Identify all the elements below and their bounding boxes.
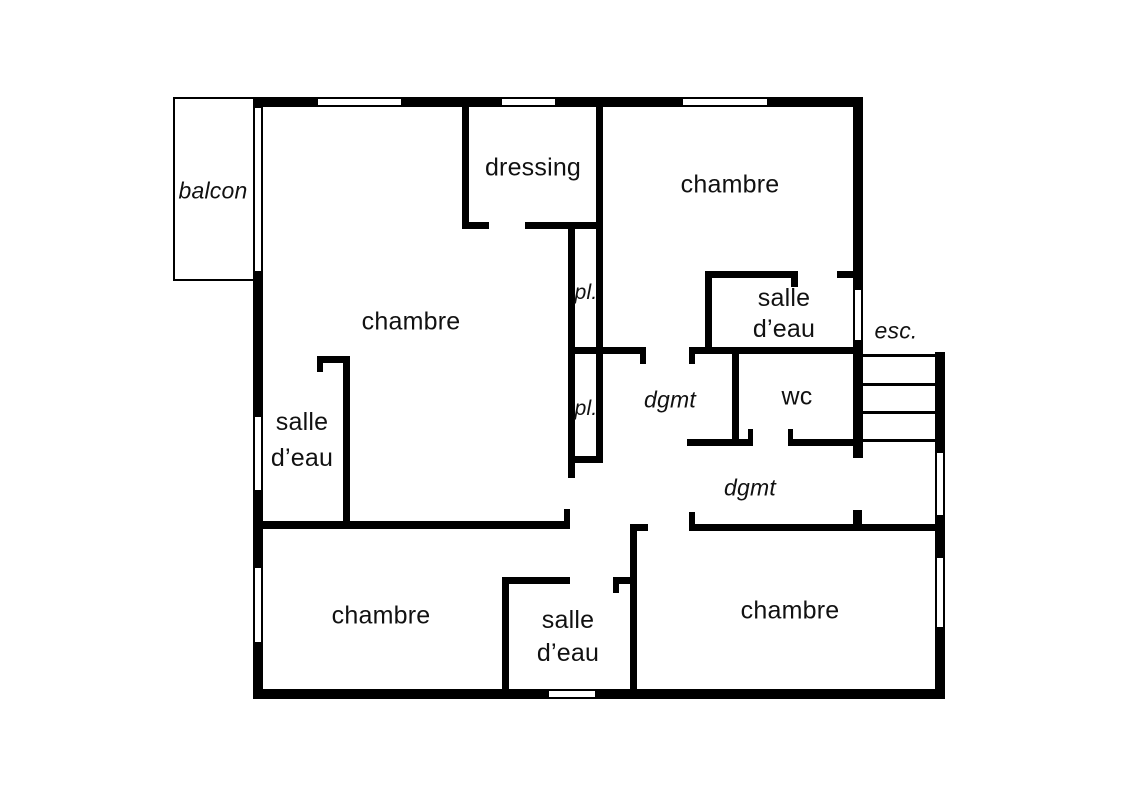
wall-wc-door-jamb-r bbox=[788, 429, 793, 439]
wall-mid-wall-jamb bbox=[564, 509, 570, 521]
room-label-chambre-tl: chambre bbox=[361, 307, 461, 336]
wall-wc-bottom-b bbox=[788, 439, 862, 446]
window-top-2 bbox=[502, 97, 555, 107]
stair-tread bbox=[862, 354, 935, 357]
wall-sde-tr-top-stub bbox=[837, 271, 859, 278]
window-stair-1 bbox=[935, 453, 945, 515]
wall-sde-bc-top bbox=[502, 577, 570, 584]
wall-wc-bottom-a bbox=[687, 439, 753, 446]
wall-sde-bc-stub bbox=[613, 577, 637, 584]
room-label-chambre-bl: chambre bbox=[331, 601, 431, 630]
wall-wc-door-jamb-l bbox=[748, 429, 753, 439]
wall-outer-bottom bbox=[253, 689, 945, 699]
stair-tread bbox=[862, 439, 935, 442]
room-label-chambre-tr: chambre bbox=[680, 170, 780, 199]
wall-sde-tr-door-jamb bbox=[791, 278, 798, 287]
wall-dressing-bottom-b bbox=[525, 222, 603, 229]
wall-corridor-top-a bbox=[568, 347, 646, 354]
room-label-chambre-br: chambre bbox=[740, 596, 840, 625]
wall-dressing-bottom-a bbox=[462, 222, 489, 229]
window-stair-2 bbox=[935, 558, 945, 627]
wall-outer-left bbox=[253, 97, 263, 699]
window-right-upper bbox=[853, 290, 863, 340]
wall-outer-top bbox=[253, 97, 862, 107]
window-top-1 bbox=[318, 97, 401, 107]
wall-wc-left bbox=[732, 352, 739, 446]
wall-corridor-top-a-jamb bbox=[640, 354, 646, 364]
room-label-wc: wc bbox=[781, 382, 813, 411]
room-label-pl-upper: pl. bbox=[574, 281, 598, 304]
window-bottom bbox=[549, 689, 595, 699]
room-label-esc: esc. bbox=[874, 317, 918, 344]
room-label-dgmt-lower: dgmt bbox=[724, 474, 776, 501]
wall-br-chambre-top-jamb bbox=[689, 512, 695, 524]
wall-outer-right-stair bbox=[935, 352, 945, 699]
wall-stair-landing-jamb bbox=[853, 510, 862, 531]
room-label-sde-tr: salle d’eau bbox=[752, 284, 816, 343]
wall-sde-bc-stub-jamb bbox=[613, 584, 619, 593]
room-label-dgmt-upper: dgmt bbox=[644, 386, 696, 413]
wall-mid-stub bbox=[630, 524, 648, 531]
room-label-pl-lower: pl. bbox=[574, 397, 598, 420]
balcony-outline bbox=[173, 97, 258, 281]
wall-dressing-left bbox=[462, 100, 469, 229]
wall-corridor-top-b bbox=[689, 347, 862, 354]
stair-tread bbox=[862, 411, 935, 414]
room-label-sde-bc: salle d’eau bbox=[536, 606, 600, 667]
window-left-1 bbox=[253, 417, 263, 490]
stair-tread bbox=[862, 383, 935, 386]
wall-sde-l-right bbox=[343, 356, 350, 529]
room-label-balcon: balcon bbox=[178, 177, 248, 204]
wall-sde-bc-left bbox=[502, 577, 509, 699]
wall-sde-l-top bbox=[317, 356, 350, 363]
wall-sde-tr-left bbox=[705, 271, 712, 354]
wall-mid-wall bbox=[257, 521, 570, 529]
wall-br-chambre-left bbox=[630, 524, 637, 699]
room-label-dressing: dressing bbox=[484, 153, 582, 182]
balcony-door bbox=[253, 108, 263, 271]
wall-pl-bottom bbox=[568, 456, 603, 463]
wall-dressing-right-pl bbox=[596, 100, 603, 460]
wall-sde-l-door-jamb bbox=[317, 363, 323, 372]
wall-corridor-top-b-jamb bbox=[689, 354, 695, 364]
wall-sde-tr-top bbox=[705, 271, 798, 278]
wall-br-chambre-top bbox=[689, 524, 937, 531]
window-left-2 bbox=[253, 568, 263, 642]
room-label-sde-left: salle d’eau bbox=[270, 408, 334, 472]
window-top-3 bbox=[683, 97, 767, 107]
